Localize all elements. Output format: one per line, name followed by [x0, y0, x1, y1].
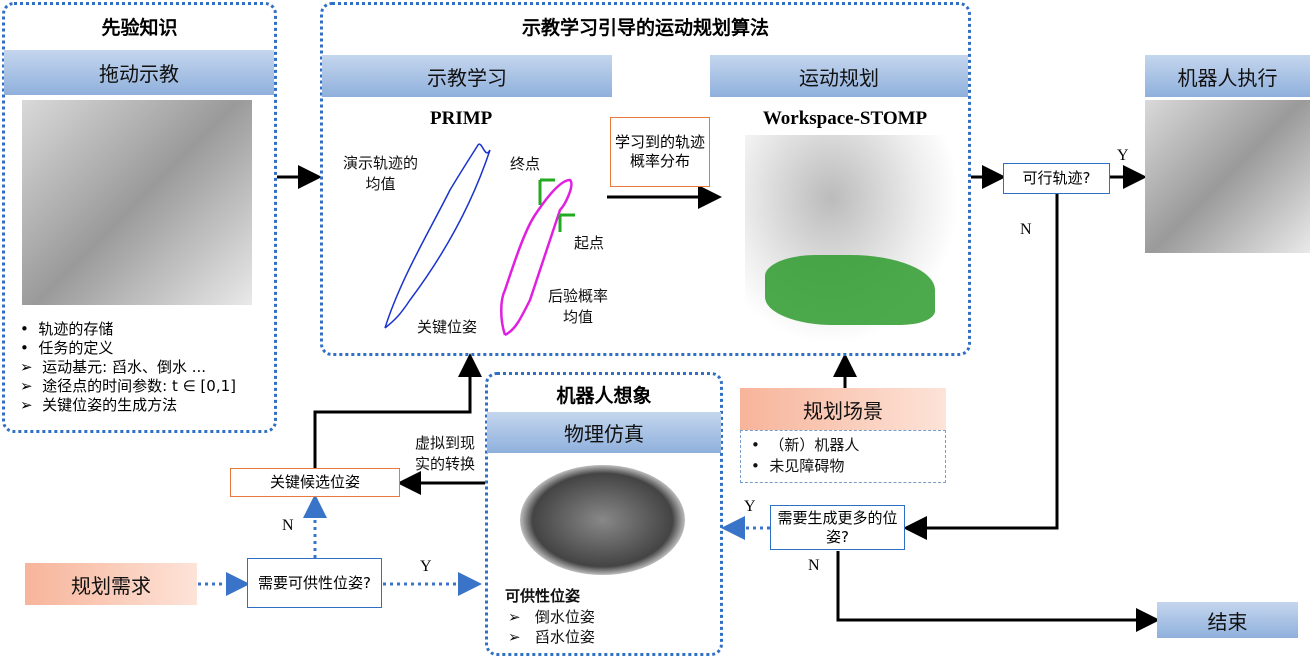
simulation-image	[520, 465, 685, 575]
planning-header: 运动规划	[710, 55, 968, 97]
feasible-trajectory-decision: 可行轨迹?	[1003, 163, 1110, 194]
primp-label: PRIMP	[430, 108, 493, 129]
drag-teaching-photo	[22, 100, 252, 305]
end-point-label: 终点	[510, 155, 541, 173]
imagination-title: 机器人想象	[556, 385, 652, 407]
sim-to-real-label: 虚拟到现实的转换	[414, 434, 475, 473]
label-n: N	[282, 517, 294, 534]
bullet: ➢ 途径点的时间参数: t ∈ [0,1]	[20, 377, 236, 395]
end-box: 结束	[1157, 602, 1298, 638]
bullet: • 未见障碍物	[751, 457, 845, 475]
demo-mean-label: 演示轨迹的均值	[343, 154, 419, 193]
label-n: N	[808, 557, 820, 574]
label-y: Y	[420, 558, 432, 575]
affordance-item: ➢ 倒水位姿	[508, 608, 595, 626]
physics-sim-header: 物理仿真	[487, 412, 721, 453]
robot-execution-photo	[1145, 100, 1310, 253]
label-y: Y	[744, 498, 756, 515]
robot-imagination-panel	[485, 372, 723, 656]
start-point-label: 起点	[574, 234, 605, 252]
stomp-robot-image	[745, 135, 960, 345]
learning-header: 示教学习	[322, 55, 612, 97]
candidate-key-pose-box: 关键候选位姿	[230, 468, 400, 497]
label-y: Y	[1117, 147, 1129, 164]
bullet: • 任务的定义	[20, 339, 114, 357]
robot-execution-header: 机器人执行	[1145, 55, 1310, 97]
affordance-item: ➢ 舀水位姿	[508, 628, 595, 646]
need-affordance-decision: 需要可供性位姿?	[247, 558, 382, 608]
prior-title: 先验知识	[101, 17, 178, 39]
affordance-title: 可供性位姿	[505, 587, 581, 605]
bullet: ➢ 运动基元: 舀水、倒水 ...	[20, 358, 207, 376]
bullet: • 轨迹的存储	[20, 320, 114, 338]
bullet: ➢ 关键位姿的生成方法	[20, 396, 178, 414]
prior-knowledge-panel	[2, 2, 277, 433]
prior-bullets: • 轨迹的存储 • 任务的定义 ➢ 运动基元: 舀水、倒水 ... ➢ 途径点的…	[20, 320, 236, 415]
main-title: 示教学习引导的运动规划算法	[521, 17, 769, 39]
need-more-poses-decision: 需要生成更多的位姿?	[770, 505, 905, 550]
stomp-label: Workspace-STOMP	[762, 108, 928, 129]
main-algorithm-panel	[320, 2, 971, 356]
drag-teaching-header: 拖动示教	[4, 50, 274, 95]
key-pose-label: 关键位姿	[417, 318, 478, 336]
posterior-mean-label: 后验概率均值	[547, 287, 608, 326]
bullet: • （新）机器人	[751, 436, 860, 454]
planning-scene-list: • （新）机器人 • 未见障碍物	[740, 430, 946, 483]
planning-demand-box: 规划需求	[25, 563, 197, 605]
learned-distribution-box: 学习到的轨迹概率分布	[610, 117, 710, 187]
planning-scene-header: 规划场景	[740, 388, 946, 430]
label-n: N	[1020, 221, 1032, 238]
